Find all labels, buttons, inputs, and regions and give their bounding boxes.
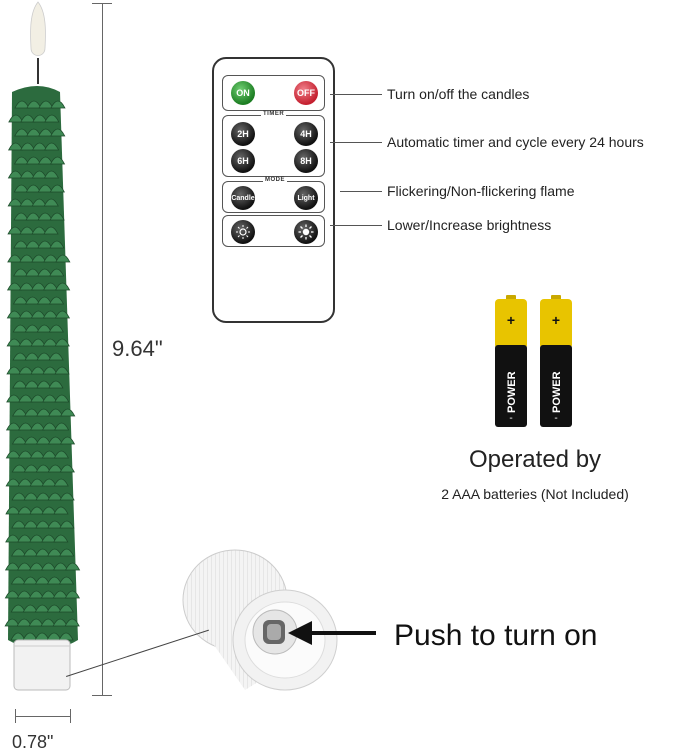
tree-tier-bump (50, 128, 66, 137)
tree-tier-bump (43, 142, 60, 151)
battery-brand-text: POWER (506, 371, 518, 413)
width-dim-right-tick (70, 709, 71, 723)
svg-text:+: + (552, 312, 560, 328)
tree-tier-bump (49, 156, 66, 165)
power-callout: Turn on/off the candles (387, 86, 530, 102)
brightness-callout: Lower/Increase brightness (387, 217, 552, 233)
dim-button[interactable] (231, 220, 255, 244)
tree-tier-bump (50, 100, 66, 109)
operated-by-title: Operated by (468, 446, 602, 473)
width-label: 0.78" (12, 732, 54, 752)
aaa-battery-right: + - POWER (540, 295, 572, 427)
svg-text:-: - (509, 413, 512, 424)
tree-tier-bump (59, 492, 75, 501)
tree-tier-bump (53, 478, 69, 487)
tree-tier-bump (59, 464, 75, 473)
tree-tier-bump (54, 282, 71, 291)
height-dim-line (102, 3, 103, 695)
timer-6h-button[interactable]: 6H (231, 149, 255, 173)
tree-tier-bump (58, 576, 75, 585)
tree-tier-bump (64, 562, 81, 571)
tree-tier-bump (48, 380, 64, 389)
light-mode-button[interactable]: Light (294, 186, 318, 210)
mode-callout: Flickering/Non-flickering flame (387, 183, 575, 199)
tree-tier-bump (59, 548, 75, 557)
on-button[interactable]: ON (231, 81, 255, 105)
timer-group-label: TIMER (261, 111, 287, 117)
operated-by-subtitle: 2 AAA batteries (Not Included) (441, 486, 629, 502)
tree-tier-bump (48, 296, 65, 305)
tree-tier-bump (59, 436, 76, 445)
tree-tier-bump (49, 268, 65, 277)
brightness-panel (222, 215, 325, 247)
tree-tier-bump (60, 408, 76, 417)
arrow-icon (288, 621, 376, 645)
tree-tier-bump (54, 310, 71, 319)
svg-text:+: + (507, 312, 515, 328)
push-to-turn-on-label: Push to turn on (394, 619, 598, 652)
tree-tier-bump (44, 114, 60, 123)
tree-tier-bump (48, 324, 64, 333)
tree-tier-bump (64, 618, 80, 627)
tree-tier-bump (49, 212, 65, 221)
remote-control: ON OFF TIMER 2H 4H 6H 8H MODE Candle Lig… (212, 57, 335, 323)
tree-tier-bump (43, 198, 59, 207)
tree-tier-bump (54, 394, 70, 403)
width-dim-line (15, 716, 70, 717)
tree-tier-bump (54, 366, 70, 375)
power-leader-line (330, 94, 382, 95)
tree-tier-bump (55, 254, 71, 263)
timer-2h-button[interactable]: 2H (231, 122, 255, 146)
timer-4h-button[interactable]: 4H (294, 122, 318, 146)
candle-mode-button[interactable]: Candle (231, 186, 255, 210)
tree-tier-bump (58, 632, 74, 641)
tree-tier-bump (64, 590, 81, 599)
sun-bright-icon (298, 224, 314, 240)
mode-group-label: MODE (263, 177, 287, 183)
timer-leader-line (330, 142, 382, 143)
tree-tier-bump (48, 352, 64, 361)
off-button[interactable]: OFF (294, 81, 318, 105)
tree-tier-bump (59, 520, 75, 529)
tree-tier-bump (49, 240, 65, 249)
candle-image (4, 1, 81, 691)
tree-tier-bump (53, 506, 69, 515)
tree-tier-bump (53, 422, 70, 431)
tree-tier-bump (43, 226, 59, 235)
brightness-leader-line (330, 225, 382, 226)
mode-panel: MODE Candle Light (222, 177, 325, 213)
brighten-button[interactable] (294, 220, 318, 244)
height-label: 9.64" (112, 336, 163, 361)
tree-tier-bump (53, 450, 70, 459)
battery-brand-text: POWER (551, 371, 563, 413)
power-panel: ON OFF (222, 75, 325, 111)
sun-dim-icon (236, 225, 250, 239)
tree-tier-bump (43, 170, 60, 179)
timer-panel: TIMER 2H 4H 6H 8H (222, 111, 325, 177)
tree-tier-bump (53, 534, 69, 543)
height-dim-bottom-tick (92, 695, 112, 696)
aaa-battery-left: + - POWER (495, 295, 527, 427)
candle-base-switch-image (182, 549, 338, 691)
timer-callout: Automatic timer and cycle every 24 hours (387, 134, 644, 150)
svg-text:-: - (554, 413, 557, 424)
tree-tier-bump (54, 338, 70, 347)
mode-leader-line (340, 191, 382, 192)
tree-tier-bump (49, 184, 65, 193)
timer-8h-button[interactable]: 8H (294, 149, 318, 173)
tree-tier-bump (58, 604, 74, 613)
